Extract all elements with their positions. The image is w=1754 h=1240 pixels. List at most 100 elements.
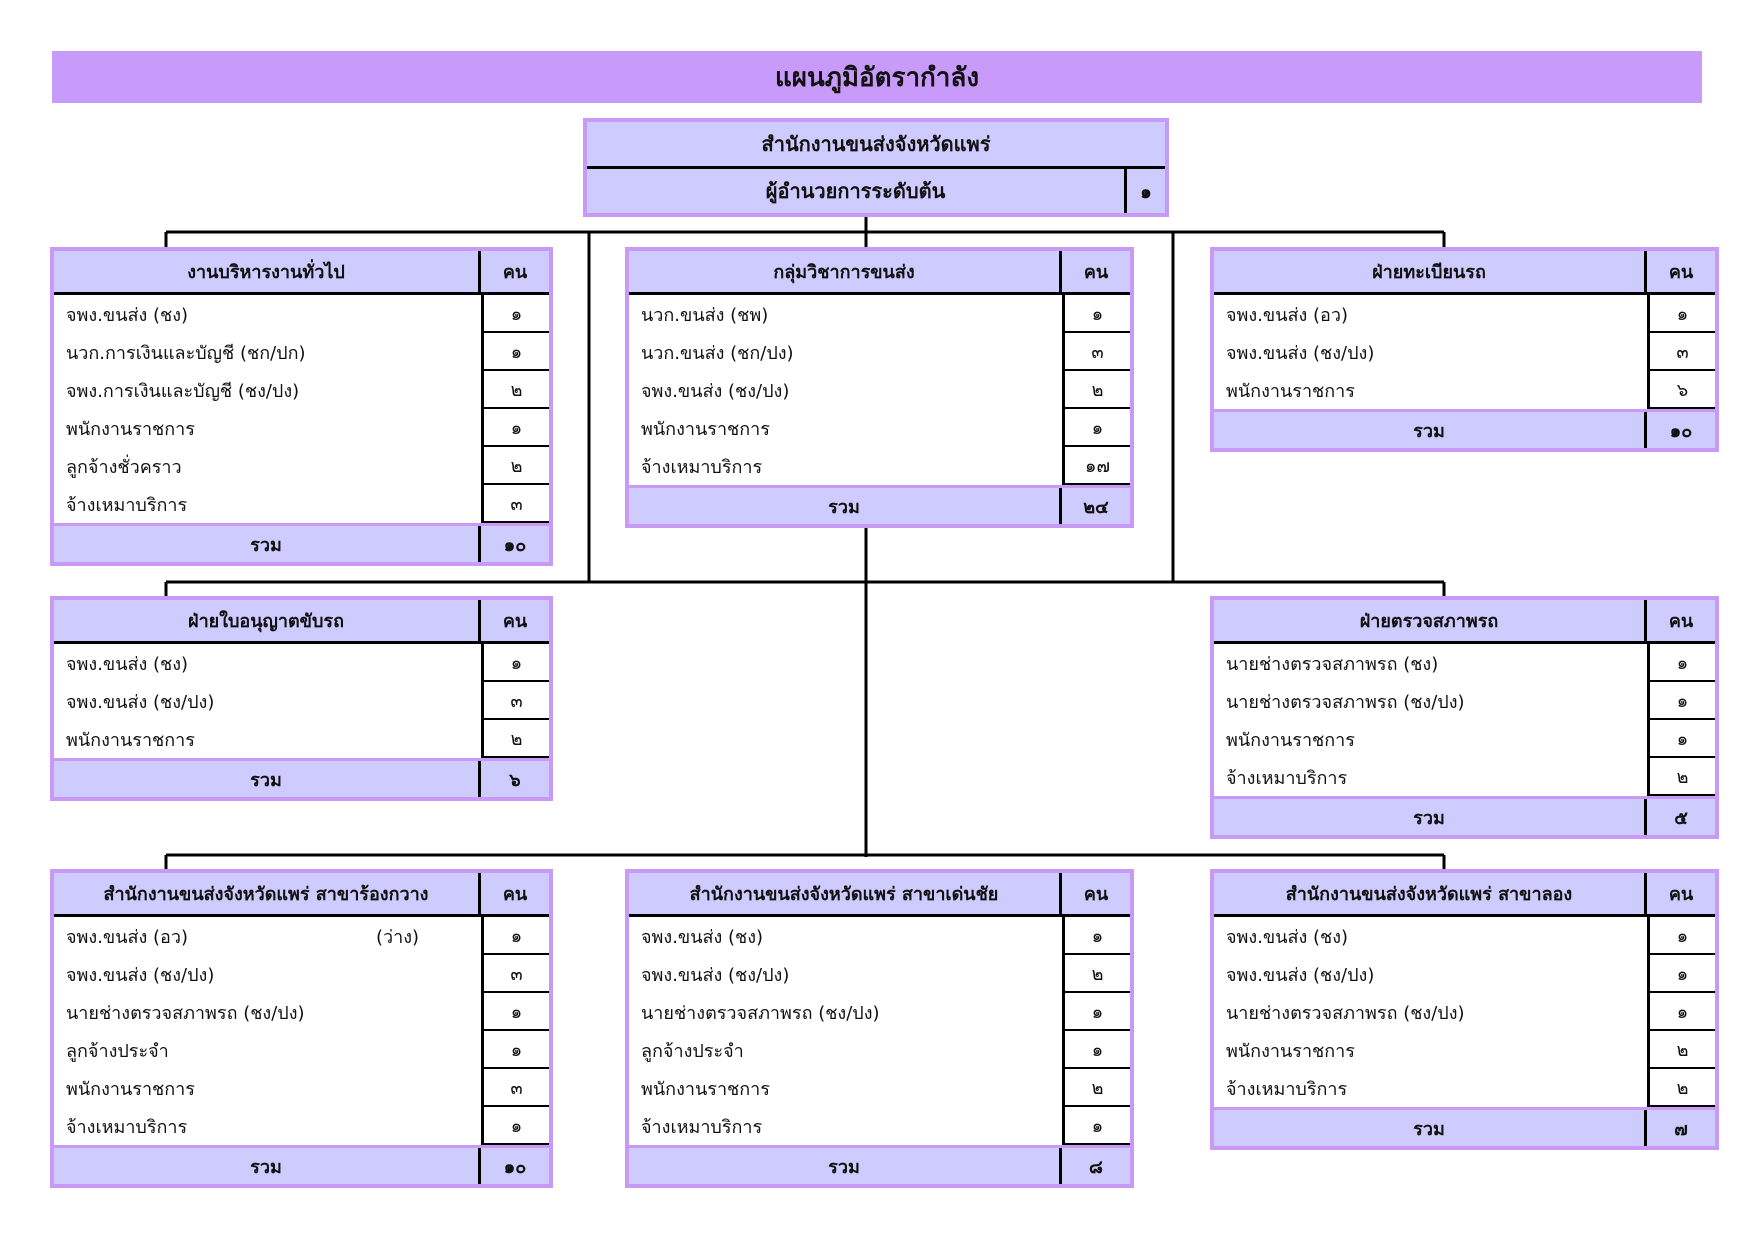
staff-row: จพง.การเงินและบัญชี (ชง/ปง)๒ (54, 371, 549, 409)
staff-count: ๑ (1647, 993, 1715, 1031)
staff-row: นายช่างตรวจสภาพรถ (ชง/ปง)๑ (1214, 682, 1715, 720)
staff-count: ๑ (1062, 409, 1130, 447)
staff-position: จ้างเหมาบริการ (1226, 1078, 1348, 1100)
unit-box: สำนักงานขนส่งจังหวัดแพร่ สาขาเด่นชัยคนจพ… (625, 869, 1134, 1188)
unit-box: ฝ่ายใบอนุญาตขับรถคนจพง.ขนส่ง (ชง)๑จพง.ขน… (50, 596, 553, 801)
staff-row: จพง.ขนส่ง (ชง/ปง)๒ (629, 371, 1130, 409)
unit-name: ฝ่ายทะเบียนรถ (1372, 262, 1486, 283)
staff-position: พนักงานราชการ (1226, 1040, 1355, 1062)
director-count: ๑ (1124, 169, 1165, 213)
staff-row: จพง.ขนส่ง (ชง/ปง) ๑ (1214, 955, 1715, 993)
staff-position: นวก.ขนส่ง (ชก/ปง) (641, 342, 794, 364)
staff-count: ๑ (1647, 644, 1715, 682)
staff-position: จพง.ขนส่ง (ชง) (1226, 926, 1349, 948)
unit-box: กลุ่มวิชาการขนส่งคนนวก.ขนส่ง (ชพ)๑นวก.ขน… (625, 247, 1134, 528)
staff-row: จพง.ขนส่ง (ชง) ๑ (629, 917, 1130, 955)
staff-count: ๑ (481, 917, 549, 955)
staff-position: จพง.ขนส่ง (อว) (1226, 304, 1348, 326)
staff-count: ๓ (481, 682, 549, 720)
count-header: คน (1059, 873, 1130, 914)
staff-position: นายช่างตรวจสภาพรถ (ชง/ปง) (641, 1002, 880, 1024)
staff-count: ๑ (1647, 955, 1715, 993)
staff-position: ลูกจ้างชั่วคราว (66, 456, 182, 478)
staff-count: ๒ (481, 371, 549, 409)
unit-name: สำนักงานขนส่งจังหวัดแพร่ สาขาร้องกวาง (103, 884, 429, 905)
unit-name: งานบริหารงานทั่วไป (187, 262, 345, 283)
staff-position: พนักงานราชการ (1226, 380, 1355, 402)
staff-row: ลูกจ้างชั่วคราว ๒ (54, 447, 549, 485)
staff-row: พนักงานราชการ๒ (1214, 1031, 1715, 1069)
staff-row: นวก.ขนส่ง (ชพ)๑ (629, 295, 1130, 333)
total-count: ๑๐ (478, 526, 549, 562)
total-count: ๘ (1059, 1148, 1130, 1184)
staff-row: พนักงานราชการ๑ (629, 409, 1130, 447)
staff-count: ๓ (481, 485, 549, 523)
staff-row: จ้างเหมาบริการ ๒ (1214, 1069, 1715, 1107)
count-header: คน (1059, 251, 1130, 292)
staff-row: พนักงานราชการ๖ (1214, 371, 1715, 409)
staff-position: นายช่างตรวจสภาพรถ (ชง/ปง) (1226, 1002, 1465, 1024)
staff-count: ๑๗ (1062, 447, 1130, 485)
staff-position: จ้างเหมาบริการ (66, 494, 188, 516)
staff-position: นวก.การเงินและบัญชี (ชก/ปก) (66, 342, 306, 364)
staff-count: ๑ (481, 295, 549, 333)
staff-row: ลูกจ้างประจำ๑ (629, 1031, 1130, 1069)
unit-box: ฝ่ายตรวจสภาพรถคนนายช่างตรวจสภาพรถ (ชง)๑น… (1210, 596, 1719, 839)
staff-row: พนักงานราชการ ๒ (54, 720, 549, 758)
staff-position: จ้างเหมาบริการ (641, 1116, 763, 1138)
staff-count: ๒ (481, 447, 549, 485)
count-header: คน (1644, 600, 1715, 641)
staff-count: ๑ (481, 993, 549, 1031)
staff-position: พนักงานราชการ (641, 1078, 770, 1100)
staff-row: นายช่างตรวจสภาพรถ (ชง/ปง) ๑ (629, 993, 1130, 1031)
total-count: ๖ (478, 761, 549, 797)
staff-position: ลูกจ้างประจำ (66, 1040, 169, 1062)
unit-name: สำนักงานขนส่งจังหวัดแพร่ สาขาเด่นชัย (689, 884, 999, 905)
count-header: คน (1644, 251, 1715, 292)
staff-count: ๓ (481, 1069, 549, 1107)
staff-count: ๒ (481, 720, 549, 758)
staff-count: ๒ (1062, 371, 1130, 409)
staff-position: นายช่างตรวจสภาพรถ (ชง/ปง) (66, 1002, 305, 1024)
staff-count: ๑ (481, 333, 549, 371)
staff-position: พนักงานราชการ (66, 729, 195, 751)
staff-count: ๑ (1062, 917, 1130, 955)
staff-position: จพง.ขนส่ง (ชง) (66, 304, 189, 326)
staff-count: ๑ (481, 1031, 549, 1069)
staff-position: จพง.ขนส่ง (ชง/ปง) (641, 964, 790, 986)
total-count: ๗ (1644, 1110, 1715, 1146)
staff-row: จพง.ขนส่ง (ชง) ๑ (54, 295, 549, 333)
staff-position: พนักงานราชการ (66, 1078, 195, 1100)
staff-row: จพง.ขนส่ง (ชง/ปง) ๓ (54, 955, 549, 993)
staff-position: จพง.ขนส่ง (ชง) (641, 926, 764, 948)
unit-box: งานบริหารงานทั่วไปคนจพง.ขนส่ง (ชง)๑นวก.ก… (50, 247, 553, 566)
staff-count: ๑ (1647, 682, 1715, 720)
staff-position: จพง.ขนส่ง (ชง/ปง) (66, 964, 215, 986)
staff-row: จพง.ขนส่ง (ชง/ปง)๓ (54, 682, 549, 720)
staff-row: นวก.การเงินและบัญชี (ชก/ปก) ๑ (54, 333, 549, 371)
count-header: คน (478, 600, 549, 641)
staff-position: จ้างเหมาบริการ (66, 1116, 188, 1138)
total-label: รวม (828, 1156, 860, 1178)
head-office-name: สำนักงานขนส่งจังหวัดแพร่ (587, 122, 1165, 169)
staff-position: จพง.ขนส่ง (ชง/ปง) (1226, 964, 1375, 986)
staff-count: ๒ (1647, 1069, 1715, 1107)
unit-name: ฝ่ายใบอนุญาตขับรถ (188, 611, 344, 632)
total-count: ๑๐ (1644, 412, 1715, 448)
unit-name: สำนักงานขนส่งจังหวัดแพร่ สาขาลอง (1285, 884, 1573, 905)
staff-row: จ้างเหมาบริการ ๓ (54, 485, 549, 523)
staff-row: จ้างเหมาบริการ๒ (1214, 758, 1715, 796)
staff-count: ๑ (481, 644, 549, 682)
staff-row: จพง.ขนส่ง (อว)(ว่าง)๑ (54, 917, 549, 955)
staff-row: จ้างเหมาบริการ๑ (629, 1107, 1130, 1145)
count-header: คน (1644, 873, 1715, 914)
head-office-box: สำนักงานขนส่งจังหวัดแพร่ ผู้อำนวยการระดั… (583, 118, 1169, 217)
vacancy-note: (ว่าง) (376, 926, 420, 948)
staff-position: พนักงานราชการ (1226, 729, 1355, 751)
staff-count: ๓ (481, 955, 549, 993)
staff-row: จพง.ขนส่ง (ชง/ปง)๓ (1214, 333, 1715, 371)
staff-row: พนักงานราชการ๑ (1214, 720, 1715, 758)
staff-position: พนักงานราชการ (66, 418, 195, 440)
staff-position: จพง.ขนส่ง (ชง/ปง) (1226, 342, 1375, 364)
staff-count: ๑ (1062, 993, 1130, 1031)
